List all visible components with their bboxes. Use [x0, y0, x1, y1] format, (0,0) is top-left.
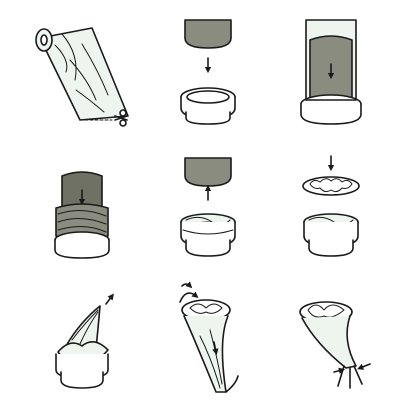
step-4-film-wrapped: [54, 171, 110, 259]
scissors-icon: [114, 109, 128, 127]
step-6-lid-on-ring: [302, 155, 360, 257]
step-1-film-roll: [35, 27, 129, 127]
step-9-tied-ends: [299, 301, 371, 389]
step-7-film-pulled-up: [55, 293, 114, 389]
step-5-tube-lifted: [180, 157, 236, 257]
step-3-tube-in-ring: [300, 19, 362, 125]
step-2-tube-above-ring: [180, 19, 236, 125]
step-8-inverted-twist: [179, 281, 239, 393]
